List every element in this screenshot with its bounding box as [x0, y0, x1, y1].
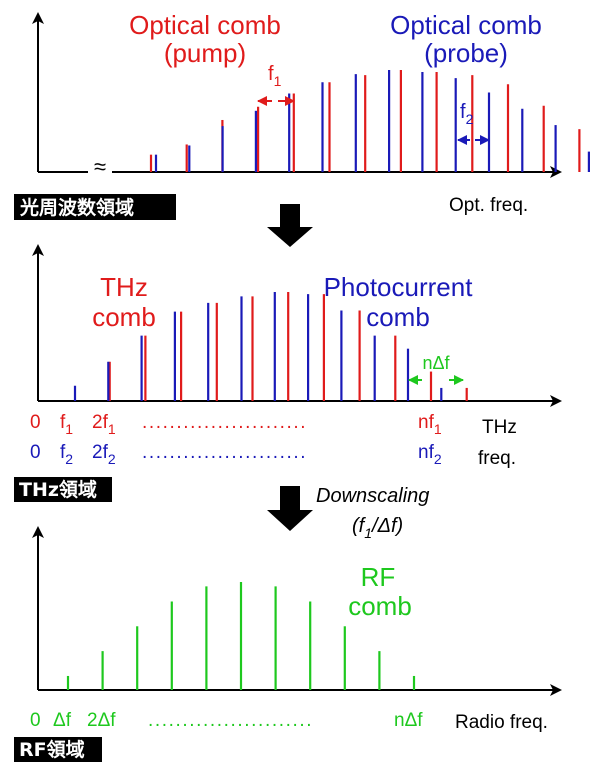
thz-axis-label-sub: freq. [478, 448, 516, 469]
region-tag-rf [14, 737, 102, 762]
probe-label-sub: (probe) [424, 38, 508, 68]
down-arrow-icon [267, 204, 313, 247]
opt-freq-axis-label: Opt. freq. [449, 195, 528, 216]
thz-comb-label-sub: comb [92, 302, 156, 332]
pump-label-sub: (pump) [164, 38, 246, 68]
photocurrent-comb-lines [73, 292, 443, 401]
axis-break-icon: ≈ [94, 154, 106, 179]
probe-label: Optical comb [390, 10, 542, 40]
pump-comb-lines [149, 70, 581, 172]
tick-blue-f2: f2 [60, 442, 73, 467]
panel-thz: THz comb Photocurrent comb nΔf 0 f1 2f1 … [14, 244, 562, 502]
tick-blue-nf2: nf2 [418, 442, 442, 467]
tick-rf-df: Δf [53, 710, 72, 731]
tick-rf-dots: ........................ [148, 710, 313, 731]
tick-red-f1: f1 [60, 412, 73, 437]
rf-comb-label: RF [361, 562, 396, 592]
downscaling-formula: (f1/Δf) [352, 515, 403, 541]
f1-label: f1 [268, 63, 282, 89]
tick-red-dots: ........................ [142, 412, 307, 433]
thz-comb-label: THz [100, 272, 148, 302]
axis-break-mask [88, 157, 112, 177]
down-arrow-icon [267, 486, 313, 531]
tick-rf-2df: 2Δf [87, 710, 116, 731]
tick-blue-zero: 0 [30, 442, 41, 463]
panel-rf: RF comb 0 Δf 2Δf .......................… [14, 526, 562, 762]
region-tag-optical-text: 光周波数領域 [19, 196, 134, 219]
f2-label: f2 [460, 101, 474, 127]
region-tag-thz [14, 477, 112, 502]
tick-red-nf1: nf1 [418, 412, 442, 437]
tick-red-zero: 0 [30, 412, 41, 433]
rf-comb-lines [66, 582, 416, 690]
photocurrent-label-sub: comb [366, 302, 430, 332]
region-tag-optical [14, 194, 176, 220]
radio-freq-axis-label: Radio freq. [455, 712, 548, 733]
panel-optical: ≈ Optical comb (pump) Optical comb (prob… [14, 10, 591, 220]
region-tag-rf-text: RF領域 [19, 738, 85, 761]
region-tag-thz-text: THz領域 [19, 478, 97, 501]
ndf-label: nΔf [422, 353, 450, 373]
rf-comb-label-sub: comb [348, 591, 412, 621]
photocurrent-label: Photocurrent [324, 272, 474, 302]
thz-axis-label: THz [482, 417, 517, 438]
pump-label: Optical comb [129, 10, 281, 40]
downscaling-label: Downscaling [316, 485, 429, 507]
tick-blue-dots: ........................ [142, 442, 307, 463]
tick-blue-2f2: 2f2 [92, 442, 116, 467]
probe-comb-lines [154, 70, 591, 172]
tick-rf-zero: 0 [30, 710, 41, 731]
thz-comb-lines [108, 292, 468, 401]
tick-rf-ndf: nΔf [394, 710, 423, 731]
tick-red-2f1: 2f1 [92, 412, 116, 437]
